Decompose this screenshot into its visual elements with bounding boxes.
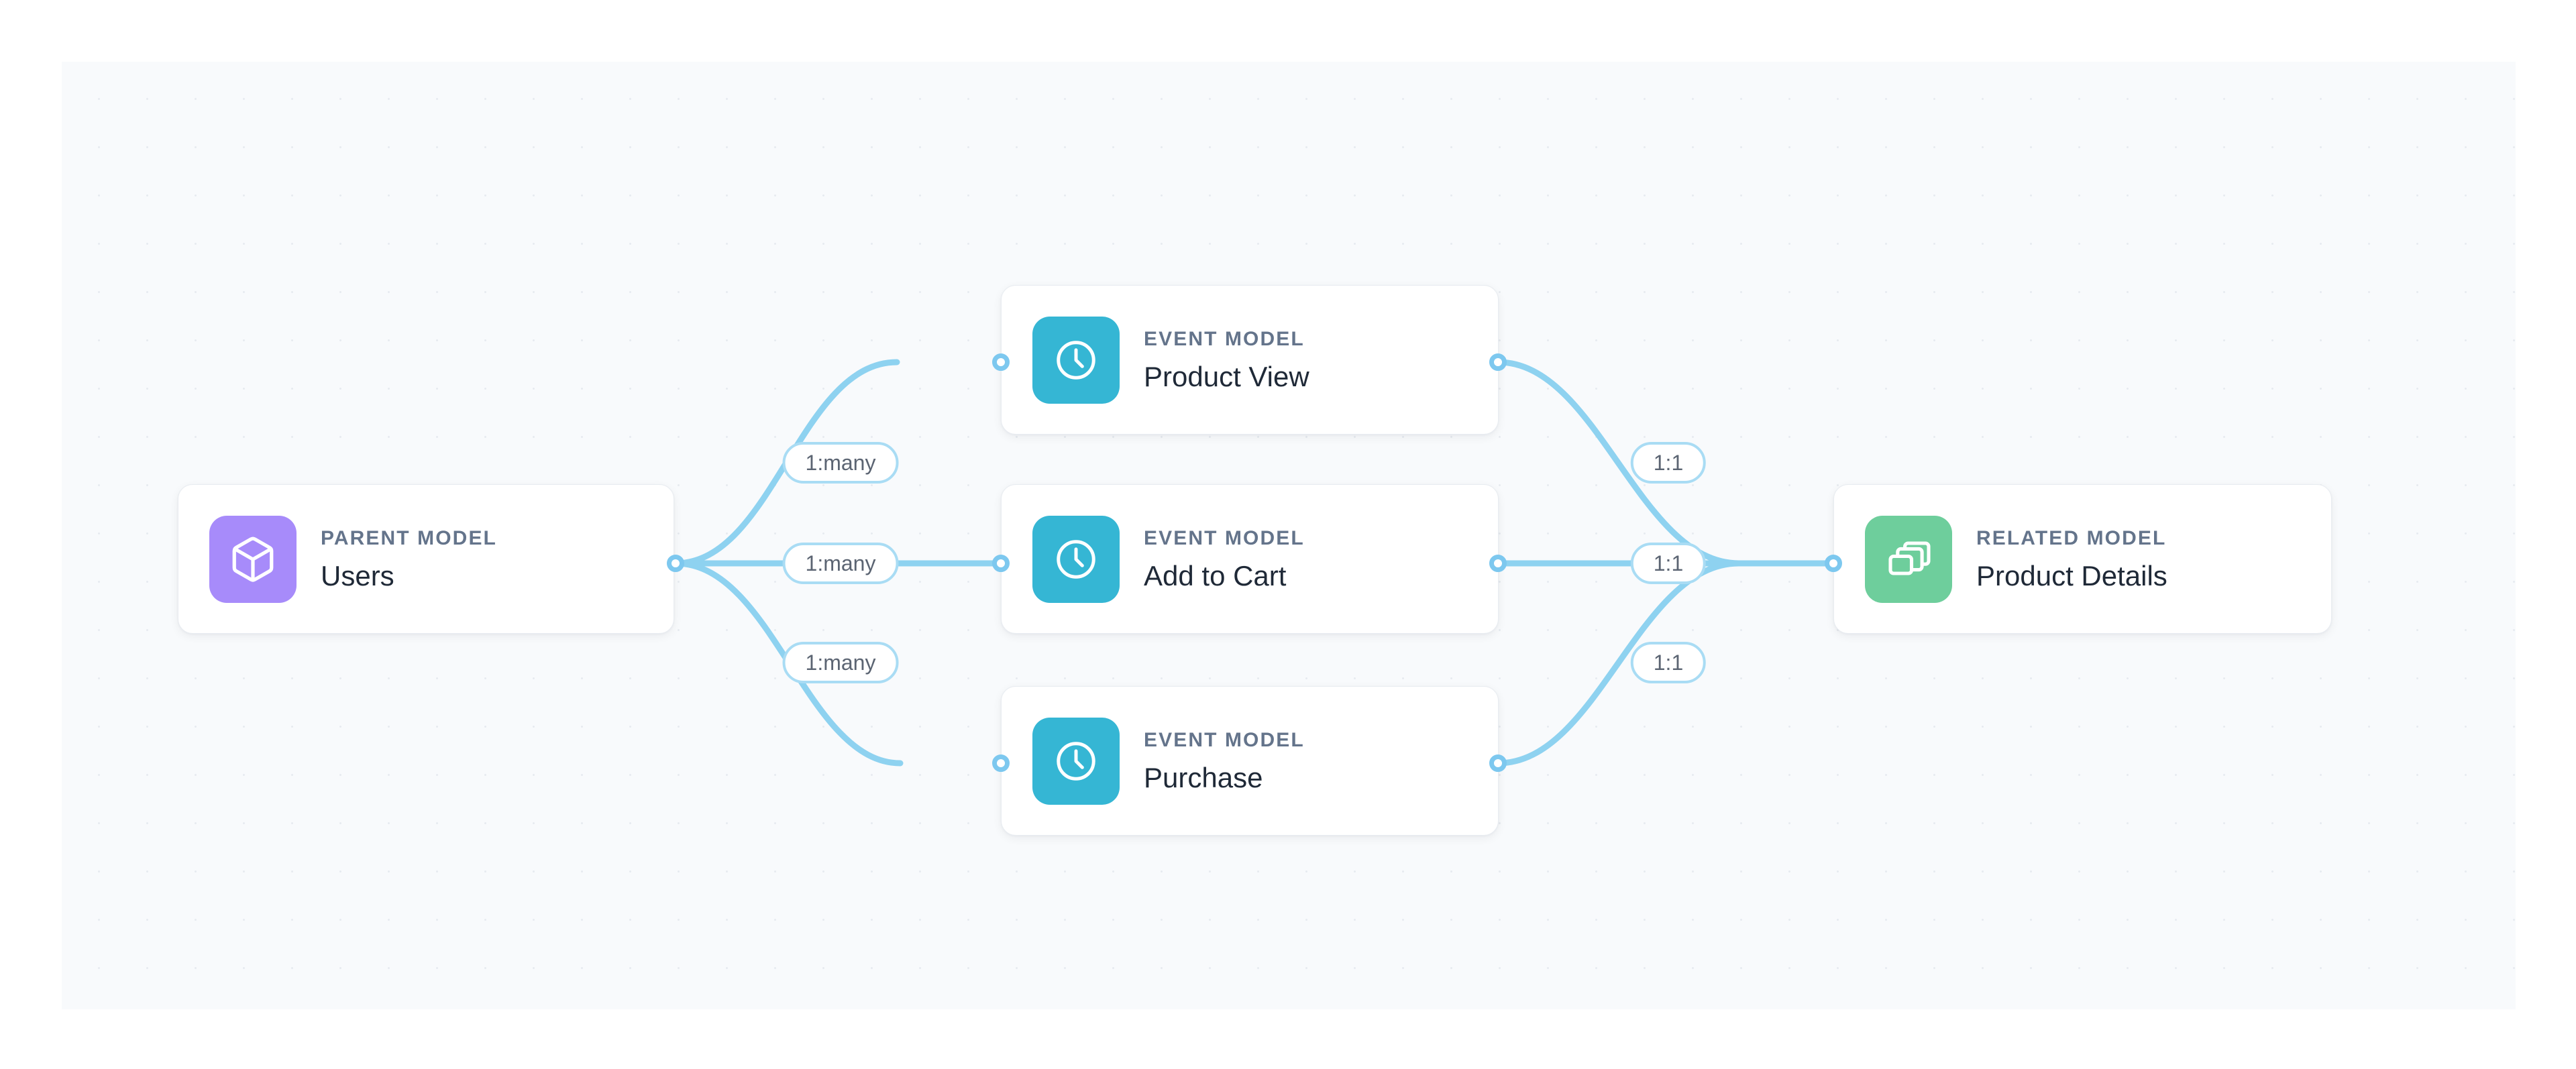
clock-icon-badge — [1032, 717, 1120, 805]
layers-icon-badge — [1865, 515, 1952, 603]
node-title: Add to Cart — [1144, 559, 1287, 592]
node-parent-users[interactable]: PARENT MODEL Users — [178, 484, 674, 634]
handle-product-view-out[interactable] — [1489, 353, 1507, 371]
node-kicker: EVENT MODEL — [1144, 526, 1305, 549]
node-event-purchase[interactable]: EVENT MODEL Purchase — [1001, 686, 1499, 836]
handle-users-out[interactable] — [667, 555, 684, 572]
node-title: Product Details — [1976, 559, 2167, 592]
handle-add-to-cart-in[interactable] — [992, 555, 1010, 572]
node-kicker: EVENT MODEL — [1144, 728, 1305, 751]
edge-label-users-product-view[interactable]: 1:many — [782, 442, 899, 484]
node-title: Product View — [1144, 360, 1309, 392]
node-text: EVENT MODEL Add to Cart — [1144, 528, 1305, 590]
node-kicker: RELATED MODEL — [1976, 526, 2167, 549]
edge-label-purchase-details[interactable]: 1:1 — [1630, 642, 1707, 683]
clock-icon — [1057, 340, 1095, 380]
cube-icon-badge — [209, 515, 297, 603]
node-title: Purchase — [1144, 761, 1263, 793]
clock-icon-badge — [1032, 316, 1120, 404]
handle-product-details-in[interactable] — [1825, 555, 1842, 572]
node-related-product-details[interactable]: RELATED MODEL Product Details — [1833, 484, 2332, 634]
node-text: RELATED MODEL Product Details — [1976, 528, 2167, 590]
clock-icon-badge — [1032, 515, 1120, 603]
node-text: EVENT MODEL Purchase — [1144, 730, 1305, 792]
node-title: Users — [321, 559, 394, 592]
node-kicker: PARENT MODEL — [321, 526, 497, 549]
clock-icon — [1057, 741, 1095, 781]
handle-product-view-in[interactable] — [992, 353, 1010, 371]
node-text: PARENT MODEL Users — [321, 528, 497, 590]
handle-purchase-out[interactable] — [1489, 754, 1507, 772]
flow-canvas[interactable]: PARENT MODEL Users EVENT MODEL Product V… — [62, 62, 2516, 1009]
clock-icon — [1057, 539, 1095, 579]
node-kicker: EVENT MODEL — [1144, 327, 1305, 350]
node-text: EVENT MODEL Product View — [1144, 329, 1309, 391]
node-event-product-view[interactable]: EVENT MODEL Product View — [1001, 285, 1499, 435]
handle-add-to-cart-out[interactable] — [1489, 555, 1507, 572]
edge-label-users-add-to-cart[interactable]: 1:many — [782, 543, 899, 584]
handle-purchase-in[interactable] — [992, 754, 1010, 772]
layers-icon — [1888, 541, 1931, 575]
edge-label-add-to-cart-details[interactable]: 1:1 — [1630, 543, 1707, 584]
cube-icon — [232, 537, 274, 582]
edge-label-product-view-details[interactable]: 1:1 — [1630, 442, 1707, 484]
node-event-add-to-cart[interactable]: EVENT MODEL Add to Cart — [1001, 484, 1499, 634]
edge-label-users-purchase[interactable]: 1:many — [782, 642, 899, 683]
